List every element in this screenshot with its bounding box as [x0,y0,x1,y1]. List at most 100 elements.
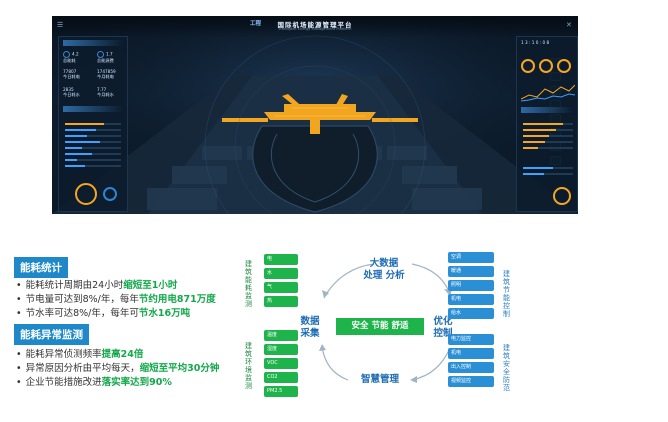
gauge-ring [553,187,571,205]
stat-value: 4.2 [72,51,79,57]
panel-header [63,40,123,46]
control-item-ac: 空调 [448,252,494,263]
trend-chart [521,84,575,102]
env-item-voc: VOC [264,358,298,369]
gauge-ring [75,183,97,205]
energy-cycle-diagram: 安全 节能 舒适 大数据 处理 分析 数据 采集 优化 控制 智慧管理 建筑能耗… [236,240,666,410]
left-bottom-label: 建筑环境监测 [245,342,252,390]
line-text: 企业节能措施改进 [25,377,102,388]
bar [523,167,573,169]
stats-line-2: •节电量可达到8%/年，每年节约用电871万度 [16,291,216,305]
energy-item-gas: 气 [264,282,298,293]
stat-label: 总能耗 [63,58,76,63]
env-item-co2: CO2 [264,372,298,383]
env-item-pm25: PM2.5 [264,386,298,397]
stat-label: 今月耗水 [97,92,114,97]
bullet: • [16,349,22,360]
line-text: 节水率可达8%/年，每年可 [25,308,139,319]
energy-item-heat: 热 [264,296,298,307]
top-node-line: 处理 分析 [363,270,405,281]
right-top-label: 建筑节能控制 [503,270,510,318]
line-text: 能耗异常侦测频率 [25,349,102,360]
control-item-lighting: 照明 [448,280,494,291]
menu-icon[interactable]: ☰ [57,21,64,29]
line-highlight: 提高24倍 [101,349,144,360]
right-node-line: 控制 [433,328,453,339]
bar [65,165,121,167]
energy-icon [63,51,70,58]
bar [65,135,121,137]
control-item-water-supply: 给水 [448,308,494,319]
dashboard-header: ☰ 工程 国际机场能源管理平台 Intelligent Energy Manag… [52,16,578,38]
bar [523,173,573,175]
right-node: 优化 控制 [430,316,456,340]
stats-line-3: •节水率可达8%/年，每年可节水16万吨 [16,305,190,319]
bar [523,141,573,143]
line-highlight: 节约用电871万度 [138,294,216,305]
bar [65,153,121,155]
bar [65,147,121,149]
panel-header [521,107,573,113]
stat-value: 2835 [63,87,74,92]
line-highlight: 节水16万吨 [138,308,191,319]
gauge-ring [521,59,535,73]
stat-label: 今月耗电 [97,74,114,79]
stat-value: 77807 [63,69,77,74]
dashboard-logo: 工程 [250,21,262,27]
stat-label: 今日耗电 [63,74,80,79]
line-highlight: 缩短至1小时 [123,280,178,291]
left-node-line: 数据 [300,316,320,327]
dashboard-title: 国际机场能源管理平台 [277,21,353,29]
bar [65,129,121,131]
stats-line-1: •能耗统计周期由24小时缩短至1小时 [16,277,177,291]
stat-value: 1.7 [106,51,113,57]
bar [65,159,121,161]
line-highlight: 落实率达到90% [101,377,172,388]
center-goal: 安全 节能 舒适 [336,318,424,335]
bullet: • [16,294,22,305]
stat-label: 总能源费 [97,58,114,63]
stat-value: 1747859 [97,69,116,74]
env-item-humidity: 湿度 [264,344,298,355]
bar [523,123,573,125]
gauge-ring [539,59,553,73]
clock: 1 3 : 1 0 : 0 8 [521,40,550,45]
security-item-access: 出入控制 [448,362,494,373]
env-item-temperature: 温度 [264,330,298,341]
security-item-video: 视频监控 [448,376,494,387]
energy-item-water: 水 [264,268,298,279]
line-text: 异常原因分析由平均每天， [25,363,140,374]
close-icon[interactable]: ✕ [566,21,572,29]
stats-section-title: 能耗统计 [14,257,68,278]
left-node: 数据 采集 [298,316,322,340]
security-item-power: 电力监控 [448,334,494,345]
right-node-line: 优化 [433,316,453,327]
left-node-line: 采集 [300,328,320,339]
bullet: • [16,308,22,319]
line-highlight: 缩短至平均30分钟 [139,363,220,374]
right-stats-panel: 1 3 : 1 0 : 0 8 [516,36,578,212]
dashboard-screenshot: ☰ 工程 国际机场能源管理平台 Intelligent Energy Manag… [52,16,578,214]
energy-item-electric: 电 [264,254,298,265]
airport-3d-scene [52,16,578,214]
bar [523,135,573,137]
gauge-ring [103,187,117,201]
bar [523,147,573,149]
gauge-ring [557,59,571,73]
bar [65,123,121,125]
line-text: 节电量可达到8%/年，每年 [25,294,139,305]
control-item-hvac: 暖通 [448,266,494,277]
bottom-node: 智慧管理 [360,374,399,385]
cost-icon [97,51,104,58]
bullet: • [16,280,22,291]
monitor-line-1: •能耗异常侦测频率提高24倍 [16,346,143,360]
bullet: • [16,377,22,388]
